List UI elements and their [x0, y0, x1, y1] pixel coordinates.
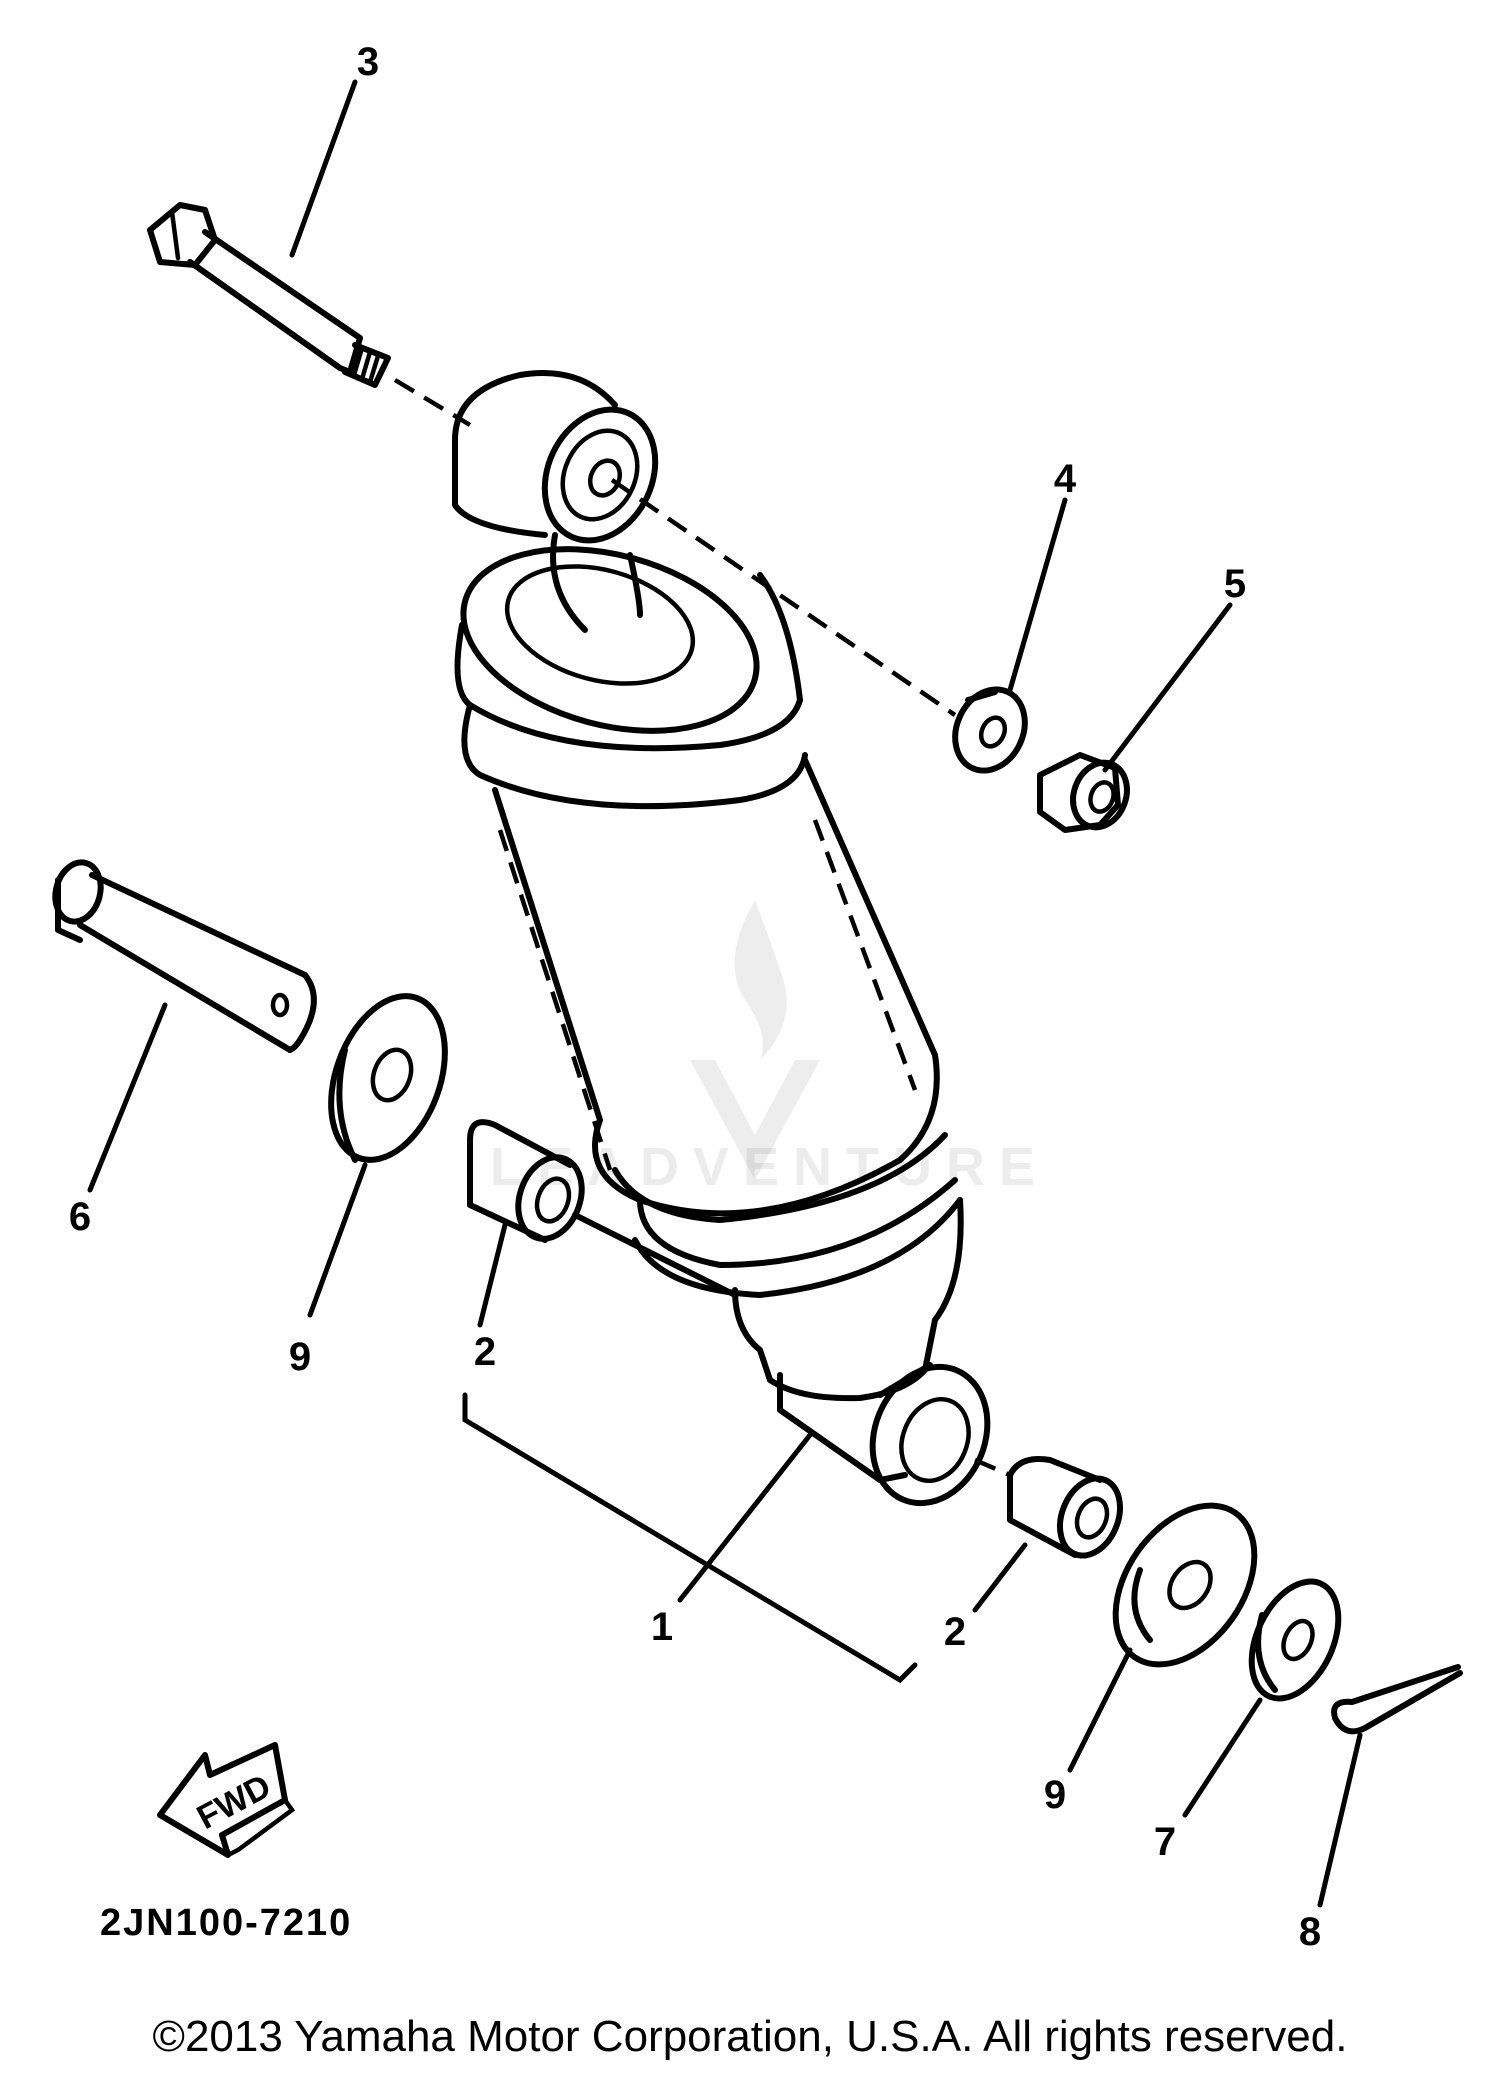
upper-nut	[1037, 752, 1130, 833]
shock-absorber	[452, 370, 991, 1507]
upper-collar	[467, 1119, 585, 1243]
callout-2-upper: 2	[474, 1330, 496, 1374]
collar-axis-line	[572, 1212, 738, 1298]
forward-arrow: FWD	[157, 1742, 296, 1858]
callout-7: 7	[1154, 1820, 1176, 1864]
callout-9-right: 9	[1044, 1773, 1066, 1817]
upper-eye-axis	[610, 478, 957, 717]
upper-bolt	[147, 202, 391, 388]
callout-4: 4	[1054, 457, 1077, 501]
callout-9-left: 9	[289, 1335, 311, 1379]
callout-6: 6	[69, 1195, 91, 1239]
callout-labels: 3 4 5 6 9 2 1 2 9 7 8	[69, 40, 1321, 1954]
leader-lines	[87, 79, 1363, 1908]
diagram-code: 2JN100-7210	[100, 1902, 352, 1944]
left-thick-washer	[328, 993, 448, 1163]
thin-washer	[1248, 1578, 1342, 1702]
callout-1: 1	[651, 1605, 673, 1649]
lower-pin	[52, 859, 317, 1053]
copyright-notice: ©2013 Yamaha Motor Corporation, U.S.A. A…	[152, 2012, 1348, 2061]
upper-washer	[952, 686, 1028, 774]
right-thick-washer	[1112, 1502, 1258, 1668]
callout-2-lower: 2	[944, 1610, 966, 1654]
lower-eye-axis	[974, 1457, 1011, 1478]
callout-8: 8	[1299, 1910, 1321, 1954]
callout-5: 5	[1224, 562, 1246, 606]
lower-collar	[1007, 1456, 1123, 1559]
callout-3: 3	[357, 40, 379, 84]
watermark: LEADVENTURE	[490, 900, 1035, 1197]
cotter-pin	[1331, 1664, 1463, 1735]
